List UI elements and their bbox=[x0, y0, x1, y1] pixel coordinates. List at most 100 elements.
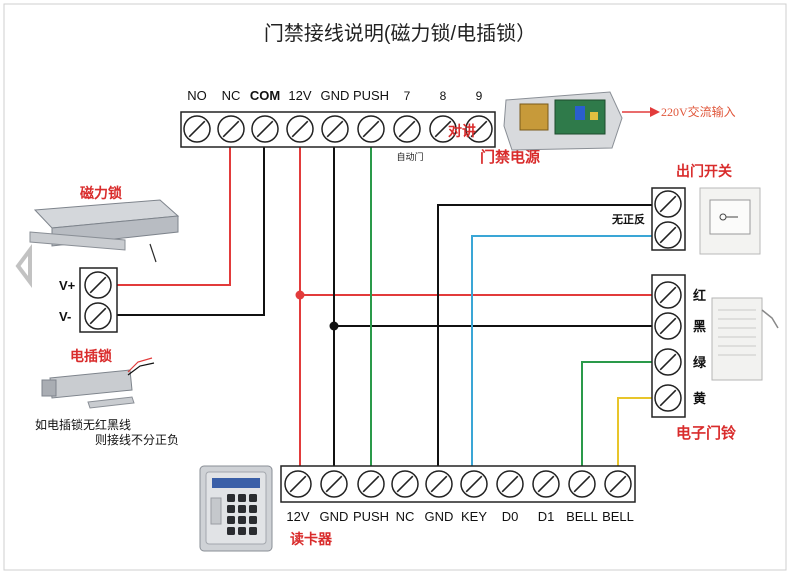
top-terminal-label: COM bbox=[250, 88, 280, 103]
wire-bell-yellow bbox=[617, 397, 667, 466]
wire-com-to-maglock-minus bbox=[117, 145, 265, 316]
reader-terminal-screw bbox=[532, 470, 560, 498]
maglock-terminal-vplus: V+ bbox=[59, 278, 76, 293]
reader-key bbox=[249, 505, 257, 513]
top-terminal-screw bbox=[465, 115, 493, 143]
junction-gnd bbox=[329, 321, 339, 331]
intercom-label: 对讲 bbox=[448, 123, 476, 139]
strike-lock-plate bbox=[87, 396, 135, 409]
reader-terminal-label: BELL bbox=[566, 509, 598, 524]
maglock-label: 磁力锁 bbox=[80, 185, 122, 201]
card-reader-label: 读卡器 bbox=[290, 531, 333, 547]
reader-terminal-label: GND bbox=[320, 509, 349, 524]
exit-note: 无正反 bbox=[611, 212, 645, 226]
reader-terminal-label: 12V bbox=[286, 509, 309, 524]
bell-screw bbox=[654, 348, 682, 376]
ac-arrow-head bbox=[650, 107, 660, 117]
top-terminal-screw bbox=[357, 115, 385, 143]
top-terminal-screw bbox=[286, 115, 314, 143]
top-terminal-screw bbox=[393, 115, 421, 143]
card-reader-section: 读卡器 bbox=[199, 465, 333, 552]
psu-capacitor bbox=[575, 106, 585, 120]
reader-terminal-label: BELL bbox=[602, 509, 634, 524]
outer-frame bbox=[3, 3, 787, 571]
psu-transformer bbox=[519, 103, 549, 131]
reader-key bbox=[238, 494, 246, 502]
exit-screw bbox=[654, 221, 682, 249]
reader-card-zone bbox=[210, 497, 222, 525]
bell-screw bbox=[654, 384, 682, 412]
reader-face bbox=[205, 471, 267, 545]
top-terminal-label: 12V bbox=[288, 88, 311, 103]
reader-key bbox=[238, 516, 246, 524]
strike-lock-end bbox=[41, 379, 57, 397]
strike-lock-label: 电插锁 bbox=[70, 348, 112, 364]
bell-wire-label: 黄 bbox=[693, 391, 706, 406]
top-terminal-label: PUSH bbox=[353, 88, 389, 103]
reader-terminal-screw bbox=[460, 470, 488, 498]
psu-relay bbox=[590, 112, 598, 120]
doorbell-body bbox=[711, 297, 763, 381]
wire-reader-gnd-to-exit bbox=[437, 204, 667, 466]
top-terminal-screw bbox=[251, 115, 279, 143]
maglock-lead bbox=[149, 243, 157, 263]
top-terminal-label: 8 bbox=[440, 89, 447, 103]
maglock-armature bbox=[29, 231, 126, 251]
reader-key bbox=[238, 505, 246, 513]
bell-wire-label: 红 bbox=[693, 288, 706, 303]
reader-terminal-screw bbox=[568, 470, 596, 498]
wire-key-to-exit bbox=[471, 235, 667, 466]
reader-terminal-screw bbox=[496, 470, 524, 498]
doorbell-cable bbox=[761, 309, 779, 329]
wire-nc-to-maglock-plus bbox=[117, 145, 231, 286]
reader-brand-strip bbox=[212, 478, 260, 488]
strike-lock-note-1: 如电插锁无红黑线 bbox=[35, 417, 131, 432]
reader-key bbox=[227, 516, 235, 524]
reader-terminal-label: GND bbox=[425, 509, 454, 524]
maglock-terminal-vminus: V- bbox=[59, 309, 71, 324]
reader-key bbox=[238, 527, 246, 535]
power-supply-image: 220V交流输入 bbox=[503, 91, 736, 151]
doorbell-label: 电子门铃 bbox=[676, 424, 737, 442]
maglock-screw-vminus bbox=[84, 302, 112, 330]
bell-wire-label: 黑 bbox=[693, 319, 706, 334]
reader-terminal-screw bbox=[320, 470, 348, 498]
reader-terminal-label: KEY bbox=[461, 509, 487, 524]
diagram-title: 门禁接线说明(磁力锁/电插锁） bbox=[264, 22, 536, 45]
top-terminal-screw bbox=[217, 115, 245, 143]
strike-lock-section: 电插锁 如电插锁无红黑线 则接线不分正负 bbox=[35, 348, 179, 447]
strike-lock-body bbox=[49, 369, 133, 399]
top-terminal-screw bbox=[429, 115, 457, 143]
reader-terminal-label: PUSH bbox=[353, 509, 389, 524]
top-terminal-label: GND bbox=[321, 88, 350, 103]
strike-lead-red bbox=[127, 357, 153, 373]
junction-12v bbox=[295, 290, 305, 300]
exit-button-label: 出门开关 bbox=[676, 163, 732, 179]
maglock-section: 磁力锁 V+ V- bbox=[15, 185, 180, 333]
bell-wire-label: 绿 bbox=[693, 355, 707, 370]
reader-key bbox=[227, 505, 235, 513]
wire-bell-green bbox=[581, 361, 667, 466]
top-terminal-screw bbox=[321, 115, 349, 143]
strike-lock-note-2: 则接线不分正负 bbox=[95, 432, 179, 447]
reader-key bbox=[249, 527, 257, 535]
top-terminal-label: 9 bbox=[476, 89, 483, 103]
reader-terminal-label: D0 bbox=[502, 509, 519, 524]
reader-terminal-label: D1 bbox=[538, 509, 555, 524]
reader-terminal-screw bbox=[357, 470, 385, 498]
bell-screw bbox=[654, 281, 682, 309]
top-terminal-screw bbox=[183, 115, 211, 143]
reader-terminal-screw bbox=[425, 470, 453, 498]
exit-button-section: 出门开关 无正反 bbox=[611, 163, 761, 255]
reader-terminal-screw bbox=[604, 470, 632, 498]
reader-key bbox=[249, 494, 257, 502]
maglock-screw-vplus bbox=[84, 271, 112, 299]
reader-key bbox=[227, 527, 235, 535]
reader-terminal-screw bbox=[284, 470, 312, 498]
reader-terminal-label: NC bbox=[396, 509, 415, 524]
strike-lead-black bbox=[127, 362, 155, 376]
